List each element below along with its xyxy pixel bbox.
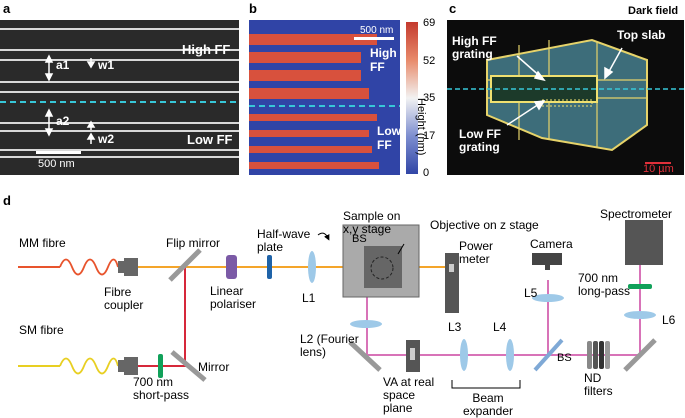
a2-label: a2 — [56, 114, 70, 128]
objective-label: Objective on z stage — [430, 218, 539, 232]
lens-l4 — [506, 339, 514, 371]
afm-stripes — [249, 34, 400, 169]
lens-l2 — [350, 320, 382, 328]
va-plane-label: VA at real space plane — [383, 375, 435, 415]
mm-fibre-label: MM fibre — [19, 236, 66, 250]
lens-l1 — [308, 251, 316, 283]
power-meter-label: Power meter — [459, 239, 494, 266]
high-ff-label: High FF — [182, 42, 231, 57]
dark-field-label: Dark field — [628, 5, 679, 17]
half-wave-plate-label: Half-wave plate — [257, 227, 311, 254]
camera — [532, 253, 562, 265]
panel-d-label: d — [3, 193, 11, 208]
power-meter — [445, 253, 459, 313]
beam-splitter — [533, 338, 564, 372]
w1-label: w1 — [98, 58, 115, 72]
camera-label: Camera — [530, 237, 573, 251]
panel-b-label: b — [249, 1, 257, 16]
colorbar-tick: 17 — [423, 130, 436, 142]
mirror-3 — [623, 338, 657, 372]
height-colorbar — [406, 22, 418, 174]
scale-bar-label: 500 nm — [38, 158, 75, 170]
mirror — [170, 350, 207, 382]
w2-label: w2 — [98, 132, 115, 146]
bs-label: BS — [352, 233, 367, 245]
l2-label: L2 (Fourier lens) — [300, 332, 359, 359]
low-ff-grating-label: Low FF grating — [459, 127, 501, 154]
flake-image — [447, 38, 684, 164]
optical-setup-diagram — [18, 220, 663, 389]
flip-mirror — [168, 248, 202, 282]
lens-l5 — [532, 294, 564, 302]
objective — [364, 246, 402, 288]
dark-field-scale-label: 10 µm — [643, 163, 674, 175]
short-pass-label: 700 nm short-pass — [133, 375, 190, 402]
l6-label: L6 — [662, 313, 676, 327]
flip-mirror-label: Flip mirror — [166, 236, 220, 250]
scale-bar — [36, 151, 81, 154]
colorbar-title: Height (nm) — [415, 98, 427, 156]
sm-fibre-label: SM fibre — [19, 323, 64, 337]
beam-expander-bracket — [451, 380, 521, 389]
sem-image-panel: a1 w1 a2 w2 High FF Low FF 500 nm — [0, 20, 239, 175]
colorbar-tick: 69 — [423, 17, 436, 29]
beam-expander-label: Beam expander — [462, 391, 514, 418]
nd-filters-label: ND filters — [584, 371, 613, 398]
colorbar-tick: 0 — [423, 167, 430, 179]
sem-stripes — [0, 28, 239, 158]
panel-c-label: c — [449, 1, 457, 16]
bs2-label: BS — [557, 352, 572, 364]
high-ff-grating-label: High FF grating — [452, 34, 497, 61]
nd-filters — [587, 341, 610, 369]
l1-label: L1 — [302, 291, 316, 305]
long-pass-label: 700 nm long-pass — [578, 271, 631, 298]
a1-label: a1 — [56, 58, 70, 72]
l4-label: L4 — [493, 320, 507, 334]
spectrometer-label: Spectrometer — [600, 207, 673, 221]
dark-field-image: High FF grating Top slab Low FF grating … — [447, 20, 684, 175]
afm-height-map: 500 nm High FF Low FF — [249, 20, 400, 175]
long-pass-filter — [628, 284, 652, 289]
colorbar-tick: 35 — [423, 92, 436, 104]
fibre-coupler-label: Fibre coupler — [104, 285, 144, 312]
mirror-2 — [348, 340, 382, 372]
colorbar-tick: 52 — [423, 55, 436, 67]
panel-a-label: a — [3, 1, 11, 16]
mirror-label: Mirror — [198, 360, 230, 374]
sample-stage-label: Sample on x,y stage — [343, 209, 401, 236]
afm-low-ff-label: Low FF — [377, 124, 400, 152]
mm-fibre-wave — [59, 258, 119, 276]
l5-label: L5 — [524, 286, 538, 300]
linear-polariser-label: Linear polariser — [210, 284, 257, 311]
spectrometer — [625, 220, 663, 265]
fibre-coupler — [118, 258, 138, 375]
top-slab-label: Top slab — [617, 28, 666, 42]
linear-polariser — [226, 255, 237, 279]
afm-high-ff-label: High FF — [370, 46, 397, 74]
l3-label: L3 — [448, 320, 462, 334]
afm-scale-label: 500 nm — [360, 25, 394, 36]
lens-l6 — [624, 311, 656, 319]
lens-l3 — [460, 339, 468, 371]
half-wave-plate — [267, 255, 272, 279]
sm-fibre-wave — [59, 357, 119, 375]
low-ff-label: Low FF — [187, 132, 233, 147]
short-pass-filter — [158, 354, 163, 378]
